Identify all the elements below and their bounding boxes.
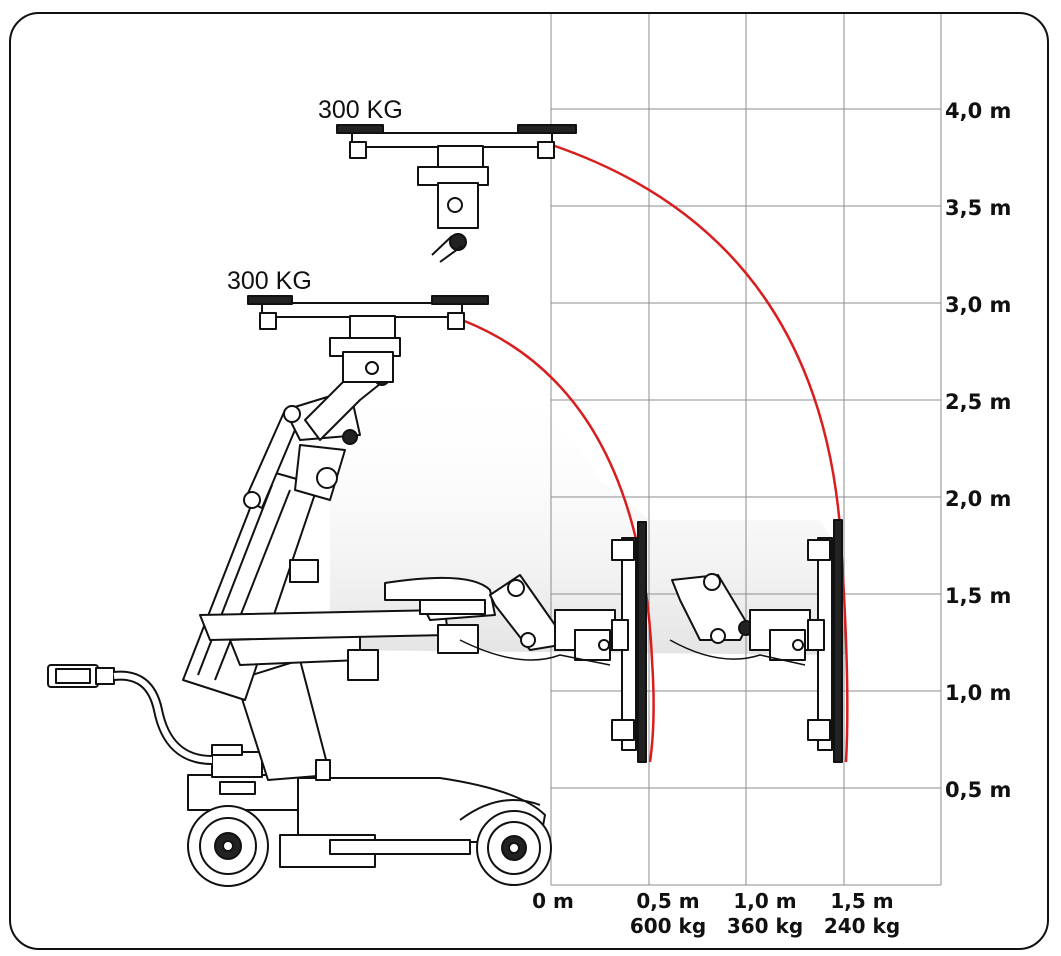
rear-wheel-icon bbox=[187, 805, 269, 887]
y-tick-label: 0,5 m bbox=[945, 778, 1011, 802]
horizontal-boom bbox=[199, 609, 449, 641]
grid bbox=[550, 14, 942, 886]
column-motor bbox=[289, 559, 319, 583]
load-label-upper: 300 KG bbox=[318, 96, 403, 124]
y-tick-label: 3,0 m bbox=[945, 293, 1011, 317]
y-tick-label: 4,0 m bbox=[945, 99, 1011, 123]
suction-head-vertical-near bbox=[489, 521, 647, 763]
x-tick-capacity: 240 kg bbox=[824, 914, 900, 938]
x-axis-labels: 0 m 0,5 m 600 kg 1,0 m 360 kg 1,5 m 240 … bbox=[532, 889, 900, 938]
y-tick-label: 2,0 m bbox=[945, 487, 1011, 511]
x-tick-reach: 0,5 m bbox=[636, 889, 699, 913]
y-tick-label: 1,0 m bbox=[945, 681, 1011, 705]
front-wheel-icon bbox=[476, 810, 552, 886]
hydraulic-cylinder-bottom bbox=[329, 839, 471, 855]
x-tick-reach: 1,5 m bbox=[830, 889, 893, 913]
x-tick-capacity: 360 kg bbox=[727, 914, 803, 938]
outer-reach-arc bbox=[551, 143, 849, 763]
suction-head-vertical-far bbox=[671, 519, 843, 763]
y-axis-labels: 4,0 m 3,5 m 3,0 m 2,5 m 2,0 m 1,5 m 1,0 … bbox=[945, 99, 1011, 802]
y-tick-label: 2,5 m bbox=[945, 390, 1011, 414]
x-tick-reach: 0 m bbox=[532, 889, 574, 913]
control-cable bbox=[113, 670, 213, 765]
y-tick-label: 3,5 m bbox=[945, 196, 1011, 220]
y-tick-label: 1,5 m bbox=[945, 584, 1011, 608]
x-tick-reach: 1,0 m bbox=[733, 889, 796, 913]
remote-control-icon bbox=[47, 664, 115, 688]
x-tick-capacity: 600 kg bbox=[630, 914, 706, 938]
load-label-lower: 300 KG bbox=[227, 267, 312, 295]
glass-handling-machine bbox=[47, 124, 843, 887]
suction-head-upper bbox=[336, 124, 577, 263]
hydraulic-hose bbox=[459, 639, 611, 666]
suction-head-lower bbox=[247, 295, 489, 383]
